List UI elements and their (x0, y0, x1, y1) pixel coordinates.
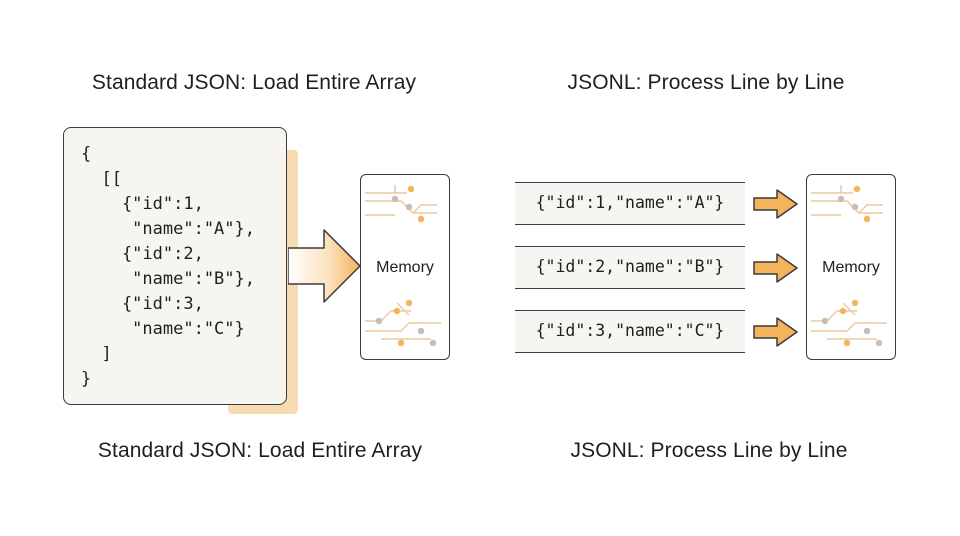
json-array-code: { [[ {"id":1, "name":"A"}, {"id":2, "nam… (81, 144, 255, 389)
standard-json-heading-top: Standard JSON: Load Entire Array (91, 71, 417, 94)
jsonl-heading-top: JSONL: Process Line by Line (567, 71, 845, 94)
circuit-trace-icon (365, 185, 437, 223)
jsonl-heading-bottom: JSONL: Process Line by Line (570, 439, 848, 462)
jsonl-record-3: {"id":3,"name":"C"} (515, 310, 745, 353)
memory-label-right: Memory (822, 259, 880, 276)
jsonl-record-2: {"id":2,"name":"B"} (515, 246, 745, 289)
standard-json-heading-bottom: Standard JSON: Load Entire Array (97, 439, 423, 462)
memory-box-right: Memory (806, 174, 896, 360)
memory-box-left: Memory (360, 174, 450, 360)
right-arrow-icon (753, 253, 798, 283)
right-arrow-icon (753, 317, 798, 347)
load-arrow-icon (288, 229, 361, 303)
circuit-trace-icon (365, 299, 441, 347)
circuit-trace-icon (811, 299, 887, 347)
jsonl-record-1: {"id":1,"name":"A"} (515, 182, 745, 225)
circuit-trace-icon (811, 185, 883, 223)
right-arrow-icon (753, 189, 798, 219)
json-array-card: { [[ {"id":1, "name":"A"}, {"id":2, "nam… (63, 127, 287, 405)
memory-label-left: Memory (376, 259, 434, 276)
